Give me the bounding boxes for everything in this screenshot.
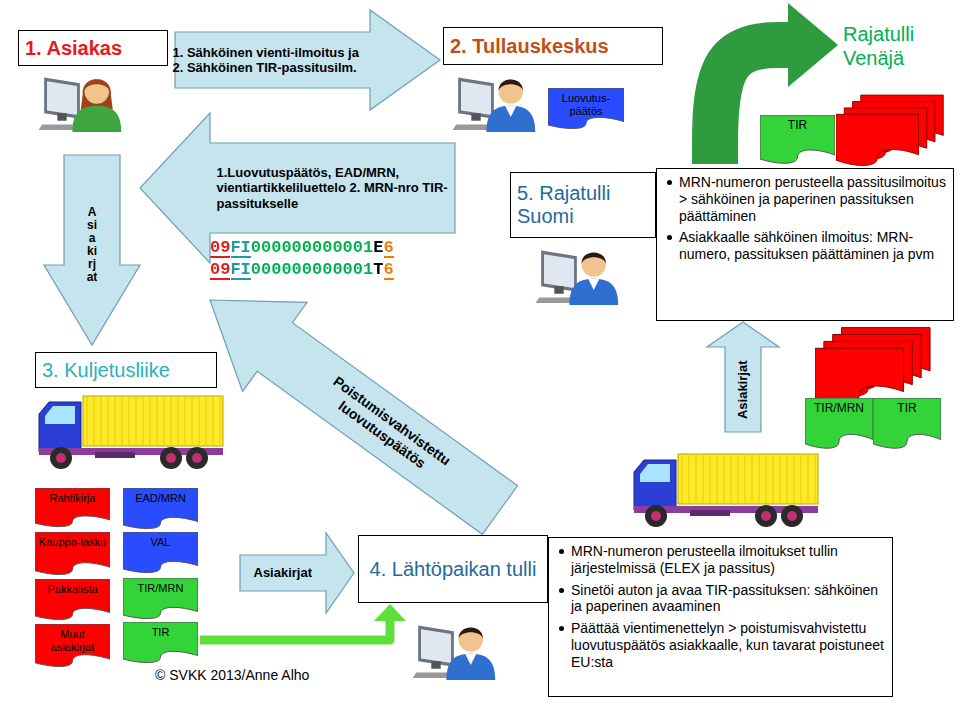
- document-outline: [760, 115, 835, 163]
- block-arrow: [210, 300, 518, 534]
- node-text: TIR: [876, 402, 938, 416]
- node-text: TIR/MRN: [808, 402, 870, 416]
- arrow-head: [788, 3, 838, 87]
- document-shape: VAL: [123, 532, 198, 574]
- node-text: MRN-numeron perusteella ilmoitukset tull…: [557, 543, 886, 577]
- document-shape: Luovutus-päätös: [548, 88, 624, 130]
- block-arrow: [140, 113, 455, 263]
- block-arrow: [44, 155, 140, 345]
- node-text: TIR/MRN: [126, 582, 195, 595]
- arrow-head: [374, 604, 406, 621]
- flow-arrow: [200, 604, 406, 640]
- block-arrow: [240, 533, 354, 613]
- document-shape: Muut asiakirjat: [35, 624, 110, 668]
- document-outline: [123, 622, 198, 663]
- node-text: Sinetöi auton ja avaa TIR-passituksen: s…: [557, 582, 886, 616]
- bullet-box: MRN-numeron perusteella passitusilmoitus…: [656, 168, 954, 321]
- node-text: 1. Asiakas: [25, 37, 161, 60]
- document-outline: [123, 488, 198, 529]
- document-shape: TIR/MRN: [805, 398, 873, 450]
- node-text: Päättää vientimenettelyn > poistumisvahv…: [557, 620, 886, 670]
- document-outline: [35, 579, 110, 620]
- actor-box: 3. Kuljetusliike: [35, 352, 217, 388]
- document-outline: [35, 488, 110, 527]
- document-outline: [548, 88, 624, 129]
- block-arrow: [44, 155, 140, 345]
- arrow-label: Asiakirjat: [254, 565, 313, 581]
- document-outline: [35, 624, 110, 666]
- actor-box: 1. Asiakas: [18, 30, 168, 66]
- node-text: 4. Lähtöpaikan tulli: [365, 558, 541, 581]
- block-arrow: [240, 533, 354, 613]
- arrow-label: 1. Sähköinen vienti-ilmoitus ja 2. Sähkö…: [173, 45, 373, 76]
- document-shape: Kauppa-lasku: [35, 532, 110, 576]
- copyright-note: © SVKK 2013/Anne Alho: [155, 667, 309, 683]
- document-outline: [123, 532, 198, 573]
- document-shape: TIR: [873, 398, 941, 450]
- actor-box: 4. Lähtöpaikan tulli: [358, 535, 548, 603]
- document-shape: TIR: [760, 115, 835, 165]
- node-text: Muut asiakirjat: [38, 628, 107, 653]
- document-stack: [836, 95, 943, 165]
- node-text: VAL: [126, 536, 195, 549]
- arrow-shaft: [200, 617, 390, 640]
- block-arrow: [707, 322, 779, 432]
- document-shape: TIR/MRN: [123, 578, 198, 620]
- arrow-label: Poistumisvahvistettu luovutuspäätös: [284, 347, 490, 509]
- truck-icon: [634, 454, 818, 527]
- node-text: Asiakkaalle sähköinen ilmoitus: MRN-nume…: [665, 229, 947, 263]
- node-text: 5. Rajatulli Suomi: [517, 182, 649, 228]
- destination-heading: Rajatulli Venäjä: [843, 22, 955, 70]
- node-text: MRN-numeron perusteella passitusilmoitus…: [665, 174, 947, 224]
- block-arrow: [175, 10, 440, 110]
- arrow-label: 1.Luovutuspäätös, EAD/MRN, vientiartikke…: [217, 165, 449, 212]
- document-shape: Pakkalista: [35, 579, 110, 621]
- node-text: 2. Tullauskeskus: [450, 35, 656, 58]
- node-text: Luovutus-päätös: [551, 92, 621, 117]
- node-text: TIR: [763, 119, 832, 133]
- actor-box: 2. Tullauskeskus: [443, 27, 663, 65]
- block-arrow: [210, 300, 518, 534]
- document-shape: TIR: [123, 622, 198, 664]
- truck-icon: [39, 396, 223, 469]
- arrow-label: Asiakirjat: [735, 360, 751, 419]
- document-outline: [123, 578, 198, 619]
- block-arrow: [175, 10, 440, 110]
- node-text: Kauppa-lasku: [38, 536, 107, 549]
- node-text: 3. Kuljetusliike: [42, 359, 210, 382]
- person-icon: [413, 626, 496, 680]
- person-icon: [453, 78, 536, 132]
- block-arrow: [140, 113, 455, 263]
- block-arrow: [707, 322, 779, 432]
- node-text: TIR: [126, 626, 195, 639]
- mrn-number: 09FI000000000001T6: [210, 260, 394, 280]
- person-icon: [39, 78, 122, 132]
- person-icon: [536, 251, 619, 305]
- document-shape: Rahtikirja: [35, 488, 110, 528]
- arrow-label: Asiakirjat: [86, 206, 98, 285]
- document-stack: [815, 328, 930, 403]
- document-shape: EAD/MRN: [123, 488, 198, 530]
- bullet-box: MRN-numeron perusteella ilmoitukset tull…: [548, 537, 893, 697]
- actor-box: 5. Rajatulli Suomi: [510, 172, 656, 238]
- node-text: EAD/MRN: [126, 492, 195, 505]
- node-text: Pakkalista: [38, 583, 107, 596]
- node-text: Rahtikirja: [38, 492, 107, 505]
- flow-arrow: [715, 3, 838, 164]
- document-outline: [35, 532, 110, 574]
- document-outline: [805, 398, 873, 448]
- mrn-number: 09FI000000000001E6: [210, 238, 394, 258]
- document-outline: [873, 398, 941, 448]
- node-text: Rajatulli Venäjä: [843, 22, 955, 70]
